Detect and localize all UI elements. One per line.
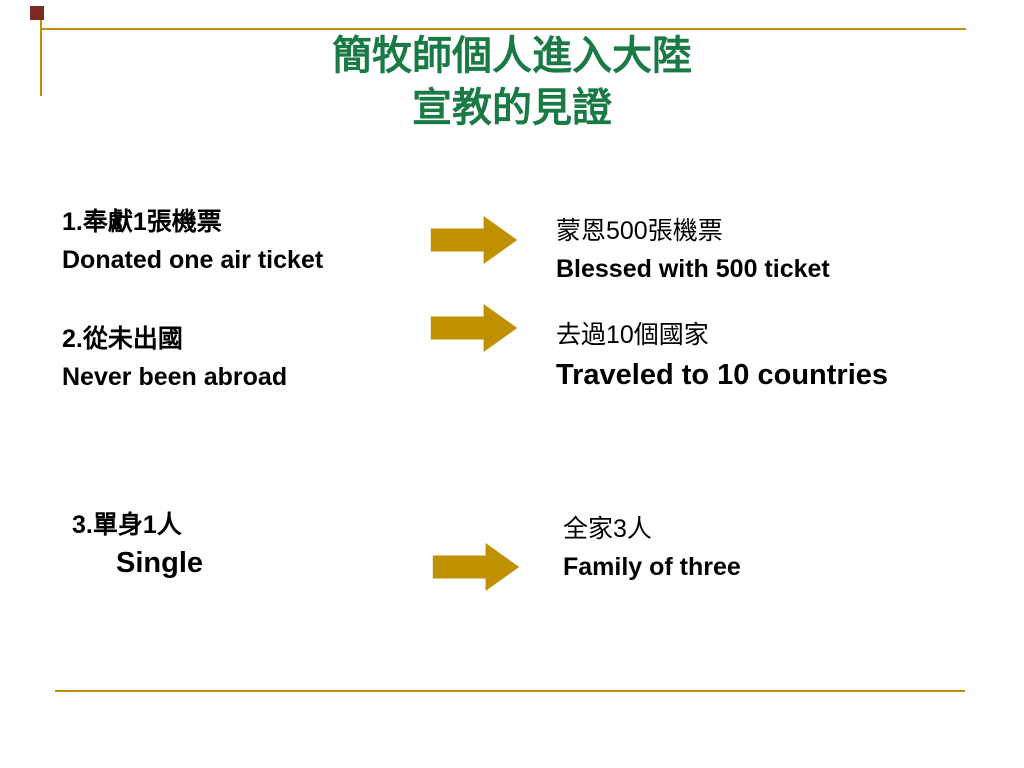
item-3-left-en: Single bbox=[116, 547, 204, 579]
right-arrow-icon bbox=[430, 216, 518, 264]
slide-title-line1: 簡牧師個人進入大陸 bbox=[332, 33, 692, 78]
slide-title-line2: 宣教的見證 bbox=[412, 85, 612, 130]
corner-square-decoration bbox=[30, 6, 44, 20]
item-2-right-en: Traveled to 10 countries bbox=[556, 359, 889, 391]
item-1-right-en: Blessed with 500 ticket bbox=[556, 255, 830, 283]
bottom-rule-line bbox=[55, 690, 965, 692]
right-arrow-icon bbox=[432, 543, 520, 591]
vertical-accent-line bbox=[40, 20, 42, 96]
item-1-left-en: Donated one air ticket bbox=[62, 246, 324, 274]
slide-title: 簡牧師個人進入大陸 宣教的見證 bbox=[0, 30, 1024, 134]
top-rule-line bbox=[40, 28, 966, 30]
item-1-left-zh: 1.奉獻1張機票 bbox=[62, 208, 222, 236]
item-1-right: 蒙恩500張機票 Blessed with 500 ticket bbox=[556, 212, 830, 288]
item-2-right-zh: 去過10個國家 bbox=[556, 321, 709, 349]
item-1-right-zh: 蒙恩500張機票 bbox=[556, 217, 723, 245]
item-3-right-en: Family of three bbox=[563, 553, 741, 581]
item-3-right-zh: 全家3人 bbox=[563, 515, 652, 543]
item-2-left-en: Never been abroad bbox=[62, 363, 288, 391]
right-arrow-icon bbox=[430, 304, 518, 352]
item-3-right: 全家3人 Family of three bbox=[563, 510, 741, 586]
item-2-left-zh: 2.從未出國 bbox=[62, 325, 183, 353]
item-1-left: 1.奉獻1張機票 Donated one air ticket bbox=[62, 203, 323, 279]
item-2-left: 2.從未出國 Never been abroad bbox=[62, 320, 287, 396]
item-3-left-zh: 3.單身1人 bbox=[72, 511, 182, 539]
item-2-right: 去過10個國家 Traveled to 10 countries bbox=[556, 316, 888, 396]
item-3-left: 3.單身1人 Single bbox=[72, 506, 203, 582]
